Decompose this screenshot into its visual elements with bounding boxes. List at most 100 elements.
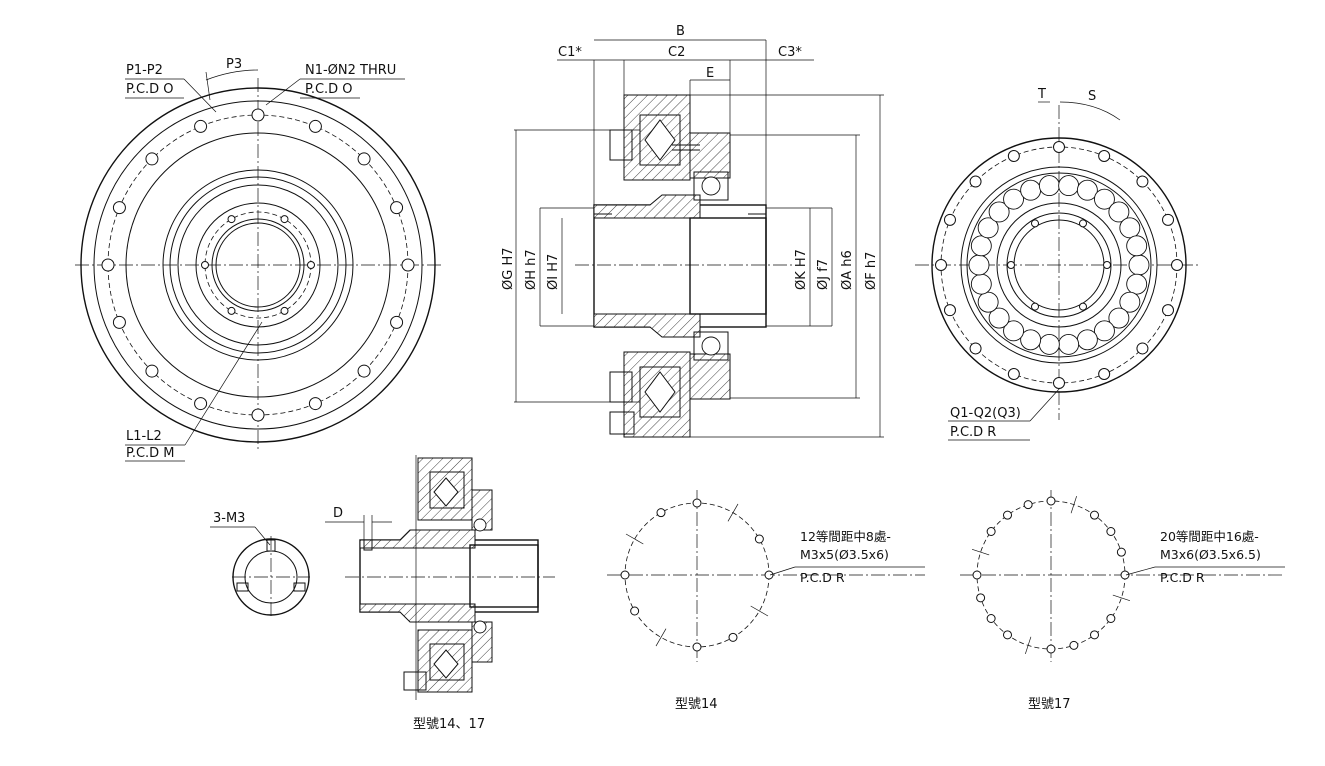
mounting-hole xyxy=(943,213,956,226)
mounting-hole xyxy=(390,201,404,215)
hole-pattern-17: 20等間距中16處- M3x6(Ø3.5x6.5) P.C.D R 型號17 xyxy=(960,490,1285,712)
rear-view-geometry xyxy=(915,105,1200,420)
label-p3: P3 xyxy=(226,57,242,72)
mounting-hole xyxy=(1136,175,1149,188)
mounting-hole xyxy=(251,108,265,122)
tapped-hole xyxy=(986,527,996,537)
mounting-hole xyxy=(1007,149,1020,162)
cross-roller xyxy=(1038,333,1060,355)
tapped-hole xyxy=(692,498,702,508)
unused-position-mark xyxy=(655,628,667,647)
mounting-hole xyxy=(357,152,371,166)
label-n1n2: N1-ØN2 THRU xyxy=(305,63,396,78)
unused-position-mark xyxy=(1025,636,1032,655)
label-p1p2: P1-P2 xyxy=(126,63,163,78)
label-l1l2: L1-L2 xyxy=(126,429,162,444)
mounting-hole xyxy=(1136,342,1149,355)
cross-roller xyxy=(1003,188,1025,210)
cross-roller xyxy=(1119,291,1141,313)
cross-roller xyxy=(1076,329,1098,351)
cross-roller xyxy=(1128,254,1150,276)
label-f: ØF h7 xyxy=(864,252,879,290)
label-t: T xyxy=(1037,87,1046,102)
cross-roller xyxy=(1038,175,1060,197)
tapped-hole xyxy=(728,632,738,642)
section-view: B C1* C2 C3* E ØG H7 ØH h7 ØI H7 ØK H7 Ø… xyxy=(501,24,884,438)
tapped-hole xyxy=(986,613,996,623)
unused-position-mark xyxy=(727,503,739,522)
label-i: ØI H7 xyxy=(546,254,561,290)
tapped-hole xyxy=(1003,630,1013,640)
mounting-hole xyxy=(1171,259,1183,271)
tapped-hole xyxy=(754,534,764,544)
section-view-small: D 型號14、17 xyxy=(325,455,555,732)
caption-section: 型號14、17 xyxy=(413,717,485,732)
caption-pattern17: 型號17 xyxy=(1028,697,1071,712)
label-pcd-m: P.C.D M xyxy=(126,446,175,461)
label-k: ØK H7 xyxy=(794,249,809,290)
unused-position-mark xyxy=(750,605,769,617)
front-view: P1-P2 P.C.D O P3 N1-ØN2 THRU P.C.D O L1-… xyxy=(75,57,441,462)
label-pcd-o-left: P.C.D O xyxy=(126,82,174,97)
inner-hole xyxy=(1103,261,1111,269)
mounting-hole xyxy=(251,408,265,422)
tapped-hole xyxy=(630,606,640,616)
label-pcd-r: P.C.D R xyxy=(950,425,996,440)
caption-pattern14: 型號14 xyxy=(675,697,718,712)
cross-roller xyxy=(1093,320,1115,342)
mounting-hole xyxy=(101,258,115,272)
mounting-hole xyxy=(1007,368,1020,381)
tapped-hole xyxy=(1046,496,1056,506)
cross-roller xyxy=(1119,217,1141,239)
tapped-hole xyxy=(1120,570,1130,580)
cross-roller xyxy=(1058,333,1080,355)
label-3m3: 3-M3 xyxy=(213,511,245,526)
tapped-hole xyxy=(976,593,986,603)
cross-roller xyxy=(970,235,992,257)
tapped-hole xyxy=(1023,500,1033,510)
tapped-hole xyxy=(692,642,702,652)
inner-hole xyxy=(1031,219,1039,228)
unused-position-mark xyxy=(1112,594,1131,601)
label-c3: C3* xyxy=(778,45,802,60)
mounting-hole xyxy=(194,397,208,411)
cross-roller xyxy=(970,273,992,295)
unused-position-mark xyxy=(1070,495,1077,514)
tapped-hole xyxy=(764,570,774,580)
tapped-hole xyxy=(1116,547,1126,557)
mounting-hole xyxy=(145,152,159,166)
mounting-hole xyxy=(1098,368,1111,381)
label-b: B xyxy=(676,24,685,39)
shaft-end-view: 3-M3 xyxy=(210,511,310,618)
label-j: ØJ f7 xyxy=(816,259,831,290)
label-d: D xyxy=(333,506,343,521)
cross-roller xyxy=(1058,175,1080,197)
inner-hole xyxy=(227,215,236,224)
mounting-hole xyxy=(308,119,322,133)
label-e: E xyxy=(706,66,714,81)
front-view-geometry xyxy=(75,78,441,452)
cross-roller xyxy=(1108,201,1130,223)
pattern17-note-line1: 20等間距中16處- xyxy=(1160,529,1259,544)
tapped-hole xyxy=(1003,510,1013,520)
tapped-hole xyxy=(1106,613,1116,623)
inner-hole xyxy=(280,215,289,224)
rear-view: T S Q1-Q2(Q3) P.C.D R xyxy=(915,87,1200,441)
hole-pattern-14: 12等間距中8處- M3x5(Ø3.5x6) P.C.D R 型號14 xyxy=(607,490,925,712)
cross-roller xyxy=(1003,320,1025,342)
label-a: ØA h6 xyxy=(840,250,855,290)
tapped-hole xyxy=(1106,527,1116,537)
cross-roller xyxy=(1076,179,1098,201)
label-c1: C1* xyxy=(558,45,582,60)
tapped-hole xyxy=(1046,644,1056,654)
cross-roller xyxy=(988,201,1010,223)
label-h: ØH h7 xyxy=(524,249,539,290)
inner-hole xyxy=(1031,302,1039,311)
mounting-hole xyxy=(308,397,322,411)
unused-position-mark xyxy=(971,549,990,556)
mounting-hole xyxy=(1053,141,1065,153)
mounting-hole xyxy=(390,315,404,329)
cross-roller xyxy=(1020,179,1042,201)
label-g: ØG H7 xyxy=(501,248,516,291)
